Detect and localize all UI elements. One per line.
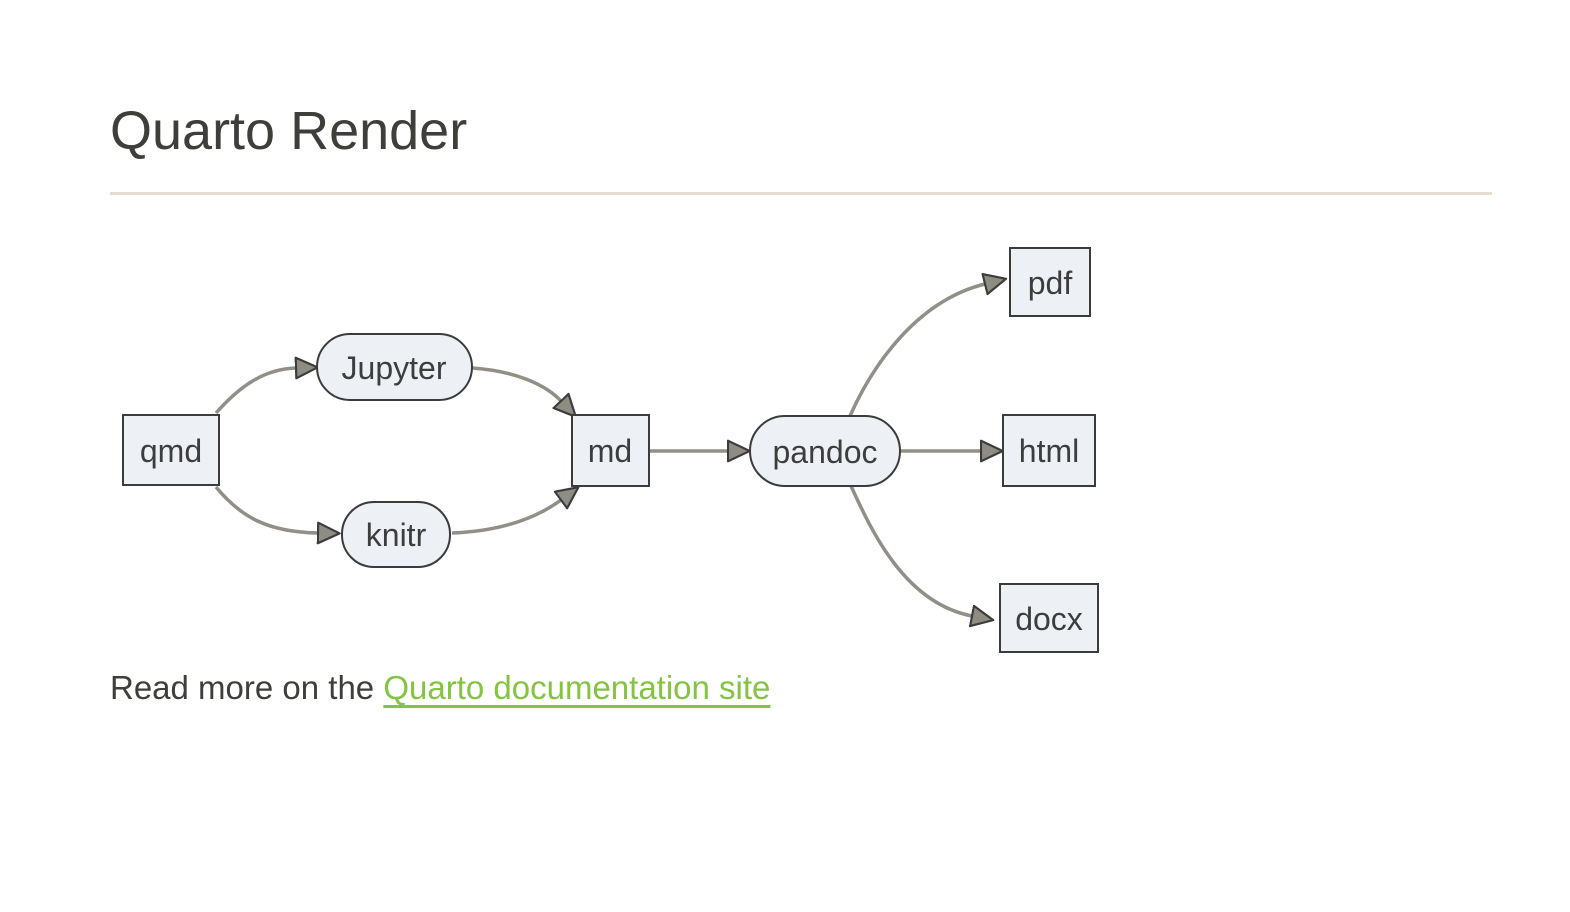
node-md: md [571,414,650,487]
node-docx-label: docx [1015,601,1083,637]
node-jupyter-box [316,333,473,401]
edge-pandoc-pdf [848,272,1008,417]
node-knitr-label: knitr [366,517,427,553]
node-md-label: md [588,433,632,469]
node-qmd-label: qmd [140,433,202,469]
title-rule [110,192,1492,195]
node-md-box [571,414,650,487]
edge-pandoc-docx [849,485,995,628]
node-docx-box [999,583,1099,653]
node-docx: docx [999,583,1099,653]
node-pdf-label: pdf [1028,265,1073,301]
node-knitr: knitr [341,501,451,568]
page-title: Quarto Render [110,101,468,161]
node-qmd: qmd [122,414,220,486]
node-pandoc-box [749,415,901,487]
edge-qmd-jupyter [214,356,319,415]
node-html: html [1002,414,1096,487]
node-html-box [1002,414,1096,487]
diagram-nodes: qmd Jupyter knitr md pandoc pdf [122,247,1099,653]
node-html-label: html [1019,433,1079,469]
edge-qmd-knitr [214,485,341,545]
node-qmd-box [122,414,220,486]
node-pdf-box [1009,247,1091,317]
diagram-edges [214,272,1008,628]
edge-knitr-md [451,486,580,535]
node-knitr-box [341,501,451,568]
read-more-text: Read more on the Quarto documentation si… [110,666,770,711]
read-more-prefix: Read more on the [110,669,384,706]
node-jupyter: Jupyter [316,333,473,401]
node-jupyter-label: Jupyter [342,350,447,386]
quarto-docs-link[interactable]: Quarto documentation site [383,669,771,706]
node-pdf: pdf [1009,247,1091,317]
edge-jupyter-md [471,366,577,418]
node-pandoc-label: pandoc [773,434,878,470]
node-pandoc: pandoc [749,415,901,487]
